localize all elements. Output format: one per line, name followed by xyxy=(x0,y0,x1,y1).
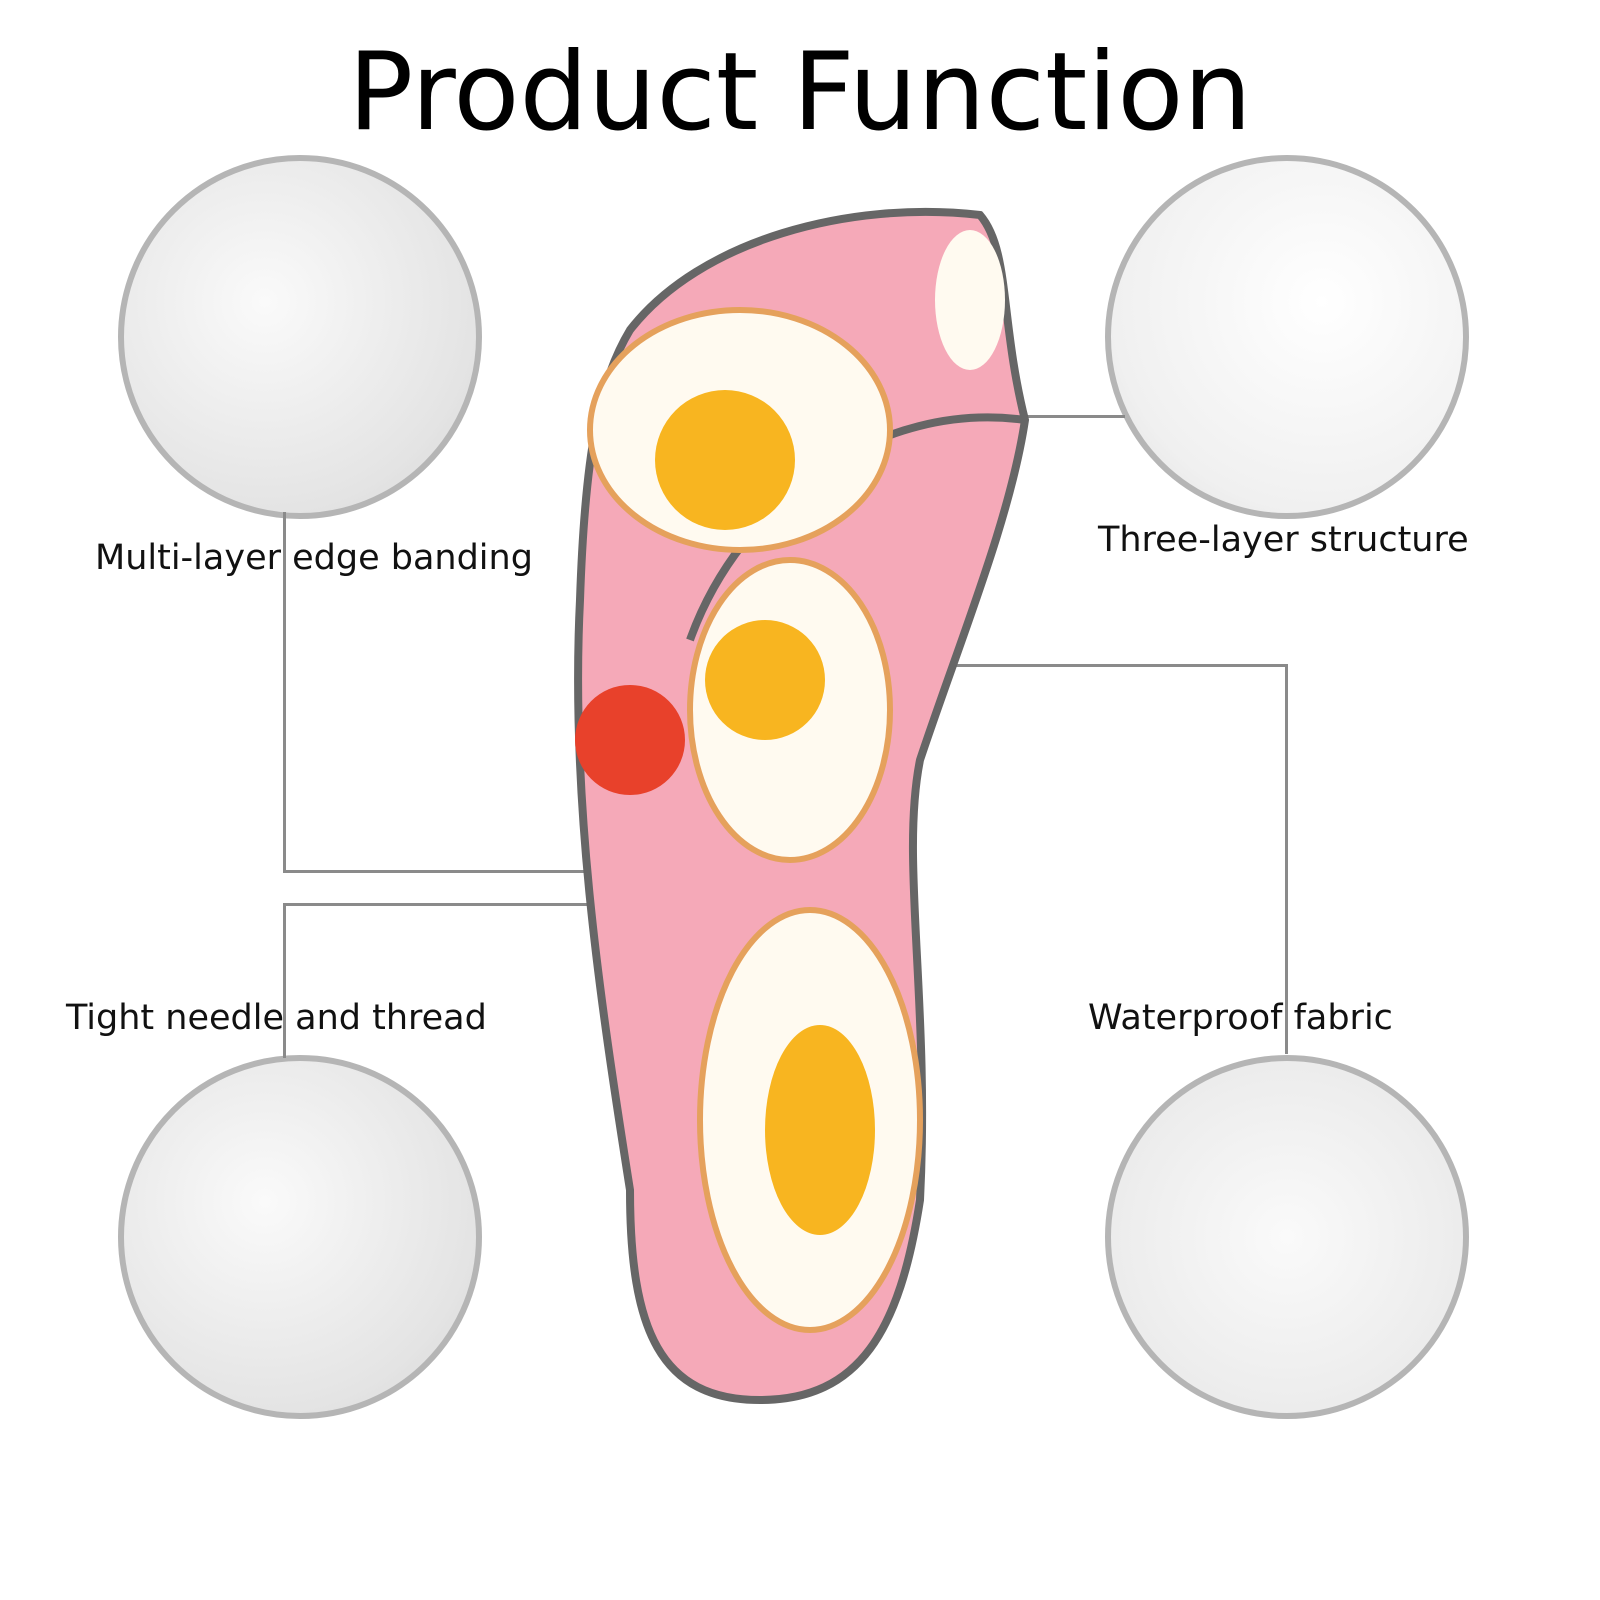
connector-line xyxy=(283,903,286,1058)
connector-line xyxy=(1285,664,1288,1054)
page-title: Product Function xyxy=(348,30,1252,155)
waterproof-fabric-closeup xyxy=(1105,1055,1469,1419)
needle-thread-closeup xyxy=(118,1055,482,1419)
feature-label-three-layer: Three-layer structure xyxy=(1098,520,1469,560)
feature-label-needle-thread: Tight needle and thread xyxy=(66,998,487,1038)
connector-line xyxy=(900,664,1288,667)
three-layer-closeup xyxy=(1105,155,1469,519)
connector-line xyxy=(1025,415,1125,418)
connector-line xyxy=(283,870,593,873)
feature-label-edge-banding: Multi-layer edge banding xyxy=(95,538,533,578)
feature-label-waterproof: Waterproof fabric xyxy=(1088,998,1393,1038)
edge-banding-closeup xyxy=(118,155,482,519)
connector-line xyxy=(283,903,593,906)
connector-line xyxy=(283,512,286,872)
